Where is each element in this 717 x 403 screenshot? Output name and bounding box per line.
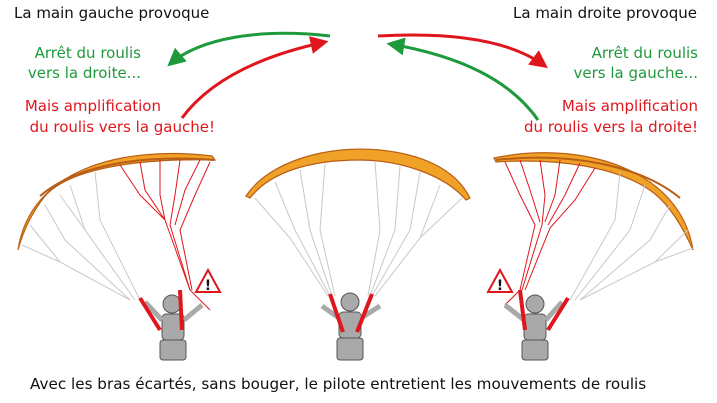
title-left-hand: La main gauche provoque	[14, 4, 210, 22]
right-green-line-2: vers la gauche...	[573, 64, 699, 82]
paraglider-center	[245, 148, 471, 297]
wing-right	[493, 152, 694, 251]
pilot-left	[138, 289, 204, 361]
warning-triangle-icon-right: !	[486, 267, 514, 294]
arrow-green-right	[386, 37, 540, 121]
right-green-line-1: Arrêt du roulis	[591, 44, 698, 62]
paraglider-left	[17, 153, 217, 311]
arrow-red-right	[377, 33, 548, 69]
warning-triangle-icon-left: !	[194, 267, 222, 294]
left-green-line-2: vers la droite...	[27, 64, 141, 82]
left-green-line-1: Arrêt du roulis	[34, 44, 141, 62]
pilot-right	[503, 289, 570, 361]
svg-text:!: !	[205, 278, 211, 294]
left-red-line-2: du roulis vers la gauche!	[29, 118, 215, 136]
pilot-center	[320, 292, 382, 361]
caption: Avec les bras écartés, sans bouger, le p…	[30, 375, 647, 393]
arrow-red-left	[180, 36, 329, 119]
wing-left	[17, 153, 217, 251]
wing-center	[245, 148, 471, 201]
title-right-hand: La main droite provoque	[513, 4, 697, 22]
svg-text:!: !	[497, 278, 503, 294]
arrow-green-left	[167, 31, 331, 67]
paraglider-right	[493, 152, 694, 306]
left-red-line-1: Mais amplification	[24, 97, 161, 115]
right-red-line-2: du roulis vers la droite!	[523, 118, 698, 136]
right-red-line-1: Mais amplification	[561, 97, 698, 115]
